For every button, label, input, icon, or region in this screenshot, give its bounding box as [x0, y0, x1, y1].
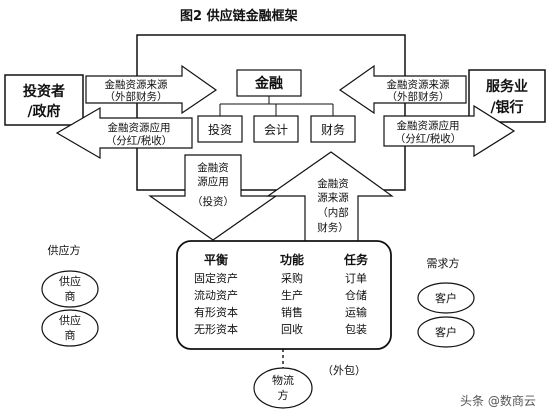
invest-box: [197, 115, 243, 143]
function-item: 销售: [281, 305, 303, 319]
left-inbound-arrow: [85, 64, 218, 115]
supplier-line1: 供应: [59, 274, 81, 288]
balance-item: 流动资产: [194, 288, 238, 302]
logistics-ellipse: [253, 367, 313, 409]
service-line2: /银行: [490, 99, 523, 116]
accounting-box: [253, 115, 299, 143]
left-inbound-line2: （外部财务）: [105, 90, 168, 103]
task-item: 运输: [345, 305, 367, 319]
supply-side-label: 供应方: [48, 243, 81, 257]
right-inbound-line1: 金融资源来源: [387, 78, 450, 91]
up-line1: 金融资: [317, 177, 349, 190]
finance-box: [236, 69, 302, 97]
function-item: 生产: [281, 288, 303, 302]
right-outbound-arrow: [383, 104, 516, 158]
investor-line2: /政府: [27, 103, 60, 120]
finance-ops-label: 财务: [321, 122, 345, 137]
left-outbound-arrow: [55, 106, 193, 160]
customer-ellipse: [417, 316, 475, 348]
logistics-line2: 方: [278, 388, 289, 402]
down-line3: （投资）: [192, 195, 234, 208]
up-line2: 源来源: [317, 191, 349, 204]
supplier-ellipse: [41, 270, 99, 308]
header-task: 任务: [343, 252, 369, 267]
demand-side-label: 需求方: [427, 256, 460, 270]
down-line1: 金融资: [197, 161, 229, 174]
watermark: 头条 @数商云: [460, 393, 536, 408]
task-item: 仓储: [345, 288, 367, 302]
investor-line1: 投资者: [23, 83, 65, 100]
right-outbound-line1: 金融资源应用: [397, 119, 460, 132]
up-internal-arrow: [266, 151, 394, 243]
header-function: 功能: [280, 252, 304, 267]
function-item: 采购: [281, 271, 303, 285]
right-inbound-arrow: [338, 64, 467, 115]
supplier-line1: 供应: [59, 313, 81, 327]
up-line4: 财务）: [317, 221, 349, 234]
core-enterprise-box: [176, 240, 392, 350]
logistics-line1: 物流: [272, 373, 294, 387]
supplier-ellipse: [41, 309, 99, 347]
customer-ellipse: [417, 282, 475, 314]
accounting-label: 会计: [264, 123, 288, 137]
balance-item: 有形资本: [194, 305, 238, 319]
down-line2: 源应用: [197, 175, 229, 188]
header-balance: 平衡: [204, 252, 228, 267]
supplier-line2: 商: [65, 289, 76, 303]
service-line1: 服务业: [486, 78, 528, 95]
balance-item: 无形资本: [194, 322, 238, 336]
supplier-line2: 商: [65, 328, 76, 342]
finance-label: 金融: [254, 75, 283, 92]
logistics-note: （外包）: [322, 364, 366, 377]
right-outbound-line2: （分红/税收）: [395, 132, 462, 145]
left-outbound-line1: 金融资源应用: [108, 121, 171, 134]
invest-label: 投资: [208, 122, 232, 137]
task-item: 订单: [345, 272, 367, 285]
customer-label: 客户: [435, 291, 457, 305]
left-outbound-line2: （分红/税收）: [106, 134, 173, 147]
balance-item: 固定资产: [194, 271, 238, 285]
left-inbound-line1: 金融资源来源: [105, 78, 168, 91]
right-inbound-line2: （外部财务）: [387, 90, 450, 103]
finance-ops-box: [310, 115, 356, 143]
customer-label: 客户: [435, 325, 457, 339]
down-invest-arrow: [148, 154, 278, 241]
finance-connectors: [219, 96, 334, 116]
function-item: 回收: [281, 322, 303, 336]
investor-box: [4, 74, 84, 126]
page-title: 图2 供应链金融框架: [180, 8, 298, 24]
company-frame: [136, 34, 406, 191]
task-item: 包装: [345, 323, 367, 336]
up-line3: （内部: [317, 206, 349, 219]
